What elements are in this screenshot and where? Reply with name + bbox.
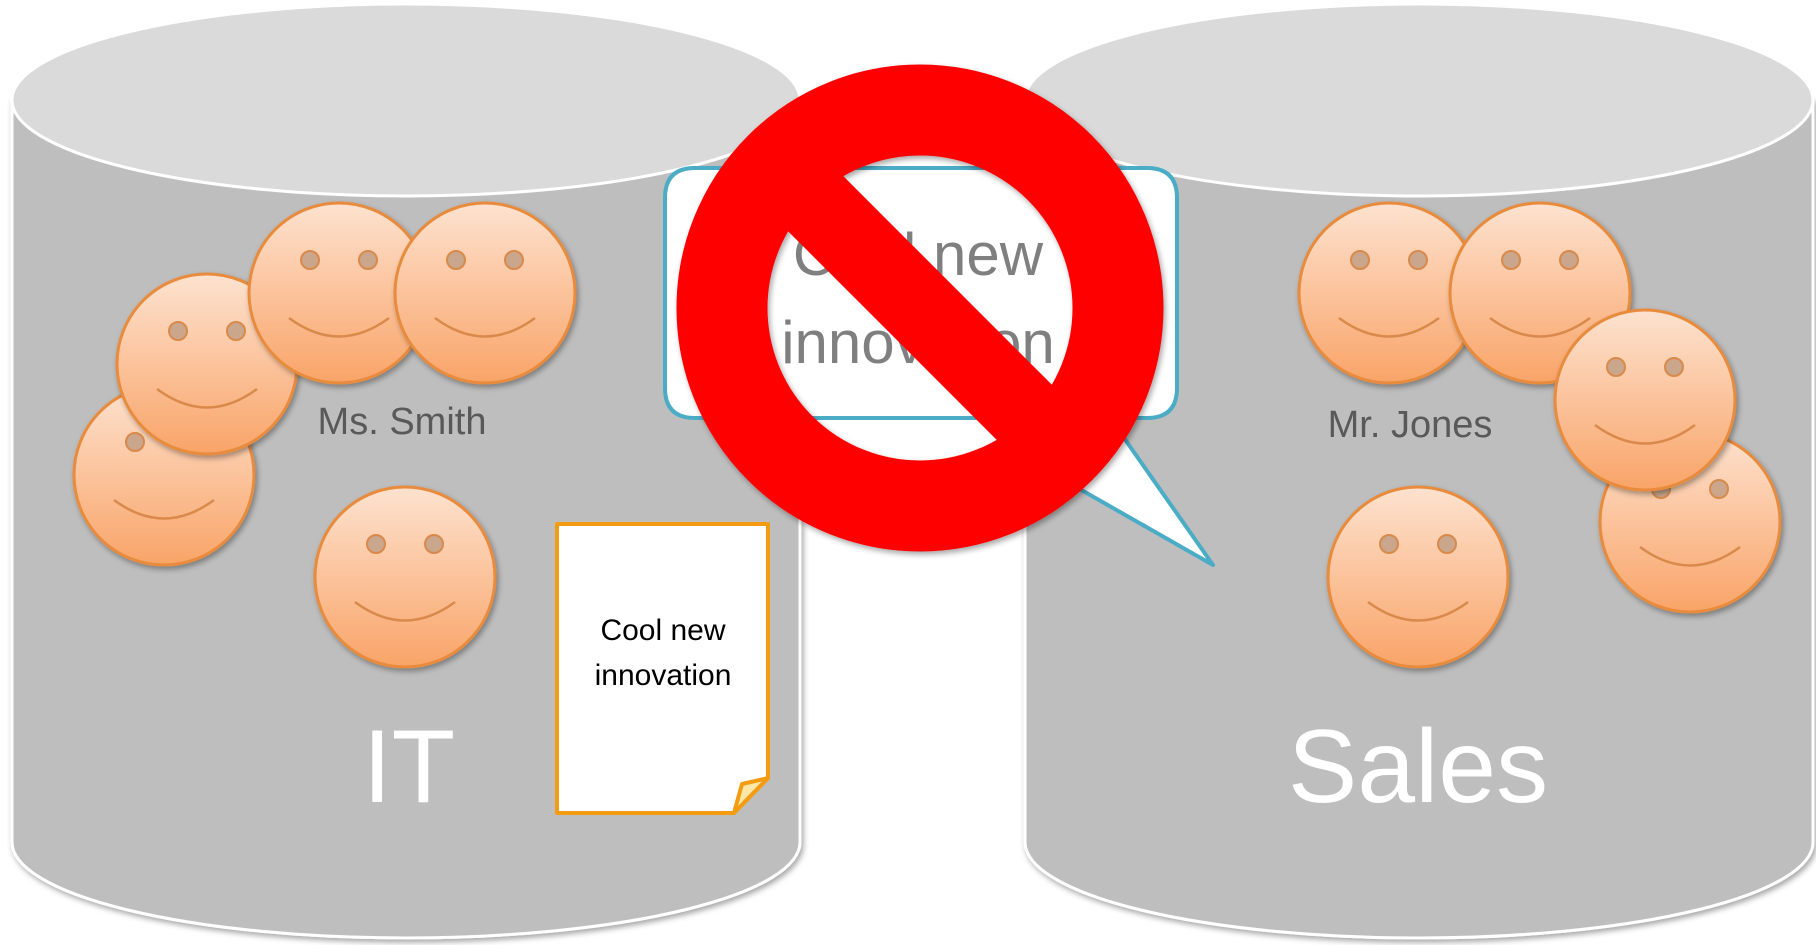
document-text-line-1: Cool new xyxy=(600,614,725,647)
document-icon: Cool new innovation xyxy=(555,522,770,815)
silo-label-sales: Sales xyxy=(1288,709,1548,825)
smiley-face-icon xyxy=(393,201,577,385)
person-name-it: Ms. Smith xyxy=(318,401,487,443)
smiley-face-icon xyxy=(1553,308,1737,492)
person-name-sales: Mr. Jones xyxy=(1328,404,1493,446)
prohibition-sign-icon xyxy=(676,64,1164,552)
smiley-face-icon xyxy=(1326,485,1510,669)
smiley-face-icon xyxy=(313,485,497,669)
silo-label-it: IT xyxy=(363,709,455,825)
document-text-line-2: innovation xyxy=(595,659,732,692)
